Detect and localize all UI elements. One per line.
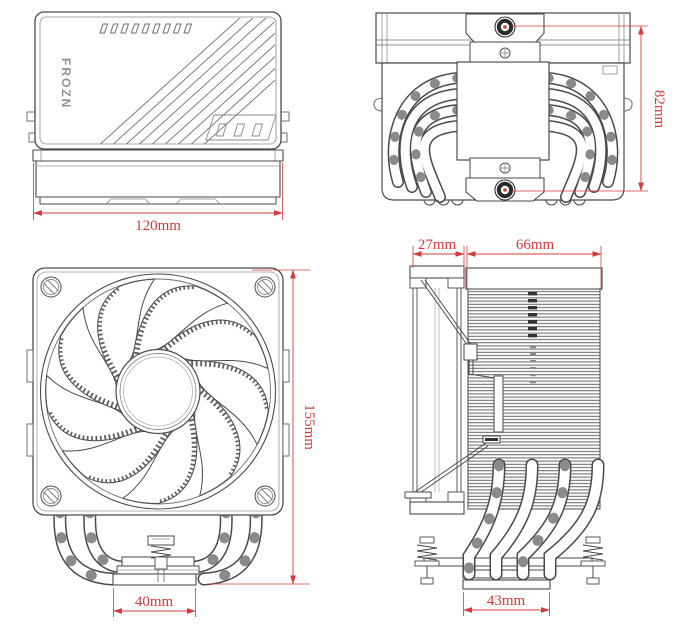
side-hooks xyxy=(26,111,290,143)
dimension-82mm: 82mm xyxy=(512,25,667,192)
frame-tabs xyxy=(26,349,290,457)
top-mount-bracket xyxy=(465,13,545,63)
base-plate-side xyxy=(462,579,551,590)
spring-screw-left xyxy=(414,536,440,585)
base-block xyxy=(456,61,550,161)
base-top-side xyxy=(462,569,551,579)
fin-stack-edge xyxy=(32,149,284,205)
dim-label-155mm: 155mm xyxy=(301,404,317,450)
dim-label-43mm: 43mm xyxy=(487,593,526,609)
dimension-155mm: 155mm xyxy=(208,269,317,585)
dim-label-27mm: 27mm xyxy=(418,237,457,253)
mounting-hooks xyxy=(373,97,633,112)
dimension-27mm: 27mm xyxy=(412,237,465,268)
fin-clip-groove xyxy=(528,292,537,338)
heatpipe-tips xyxy=(423,199,586,206)
fan-hub xyxy=(115,348,201,435)
dim-label-120mm: 120mm xyxy=(135,218,181,234)
brand-logo: FROZN xyxy=(59,58,73,109)
dim-label-66mm: 66mm xyxy=(516,237,555,253)
bottom-mount-bracket xyxy=(465,157,545,202)
fan-corner-screws xyxy=(40,276,276,507)
dim-label-40mm: 40mm xyxy=(135,594,174,610)
heatpipes-front xyxy=(53,505,263,586)
dimension-120mm: 120mm xyxy=(33,163,283,234)
dimension-66mm: 66mm xyxy=(466,237,602,290)
vent-slots-top xyxy=(99,23,192,34)
dimension-43mm: 43mm xyxy=(463,592,550,616)
top-view-drawing: FROZN xyxy=(26,11,290,205)
spring-screw-right xyxy=(580,536,606,585)
side-view-drawing xyxy=(404,265,606,590)
heatpipes-side xyxy=(462,458,605,581)
underside-view-drawing xyxy=(373,12,633,206)
dim-label-82mm: 82mm xyxy=(651,90,667,129)
mounting-bar-side xyxy=(423,557,593,567)
fan-clip-wire xyxy=(404,279,504,499)
front-view-drawing xyxy=(26,264,290,586)
deco-stripes xyxy=(95,18,275,144)
vent-slots-corner xyxy=(205,114,277,141)
heatpipes-underside xyxy=(387,72,619,203)
spring-screw xyxy=(147,535,175,582)
fan xyxy=(29,264,289,523)
base-assembly-front xyxy=(112,535,200,586)
dimension-40mm: 40mm xyxy=(113,588,196,617)
